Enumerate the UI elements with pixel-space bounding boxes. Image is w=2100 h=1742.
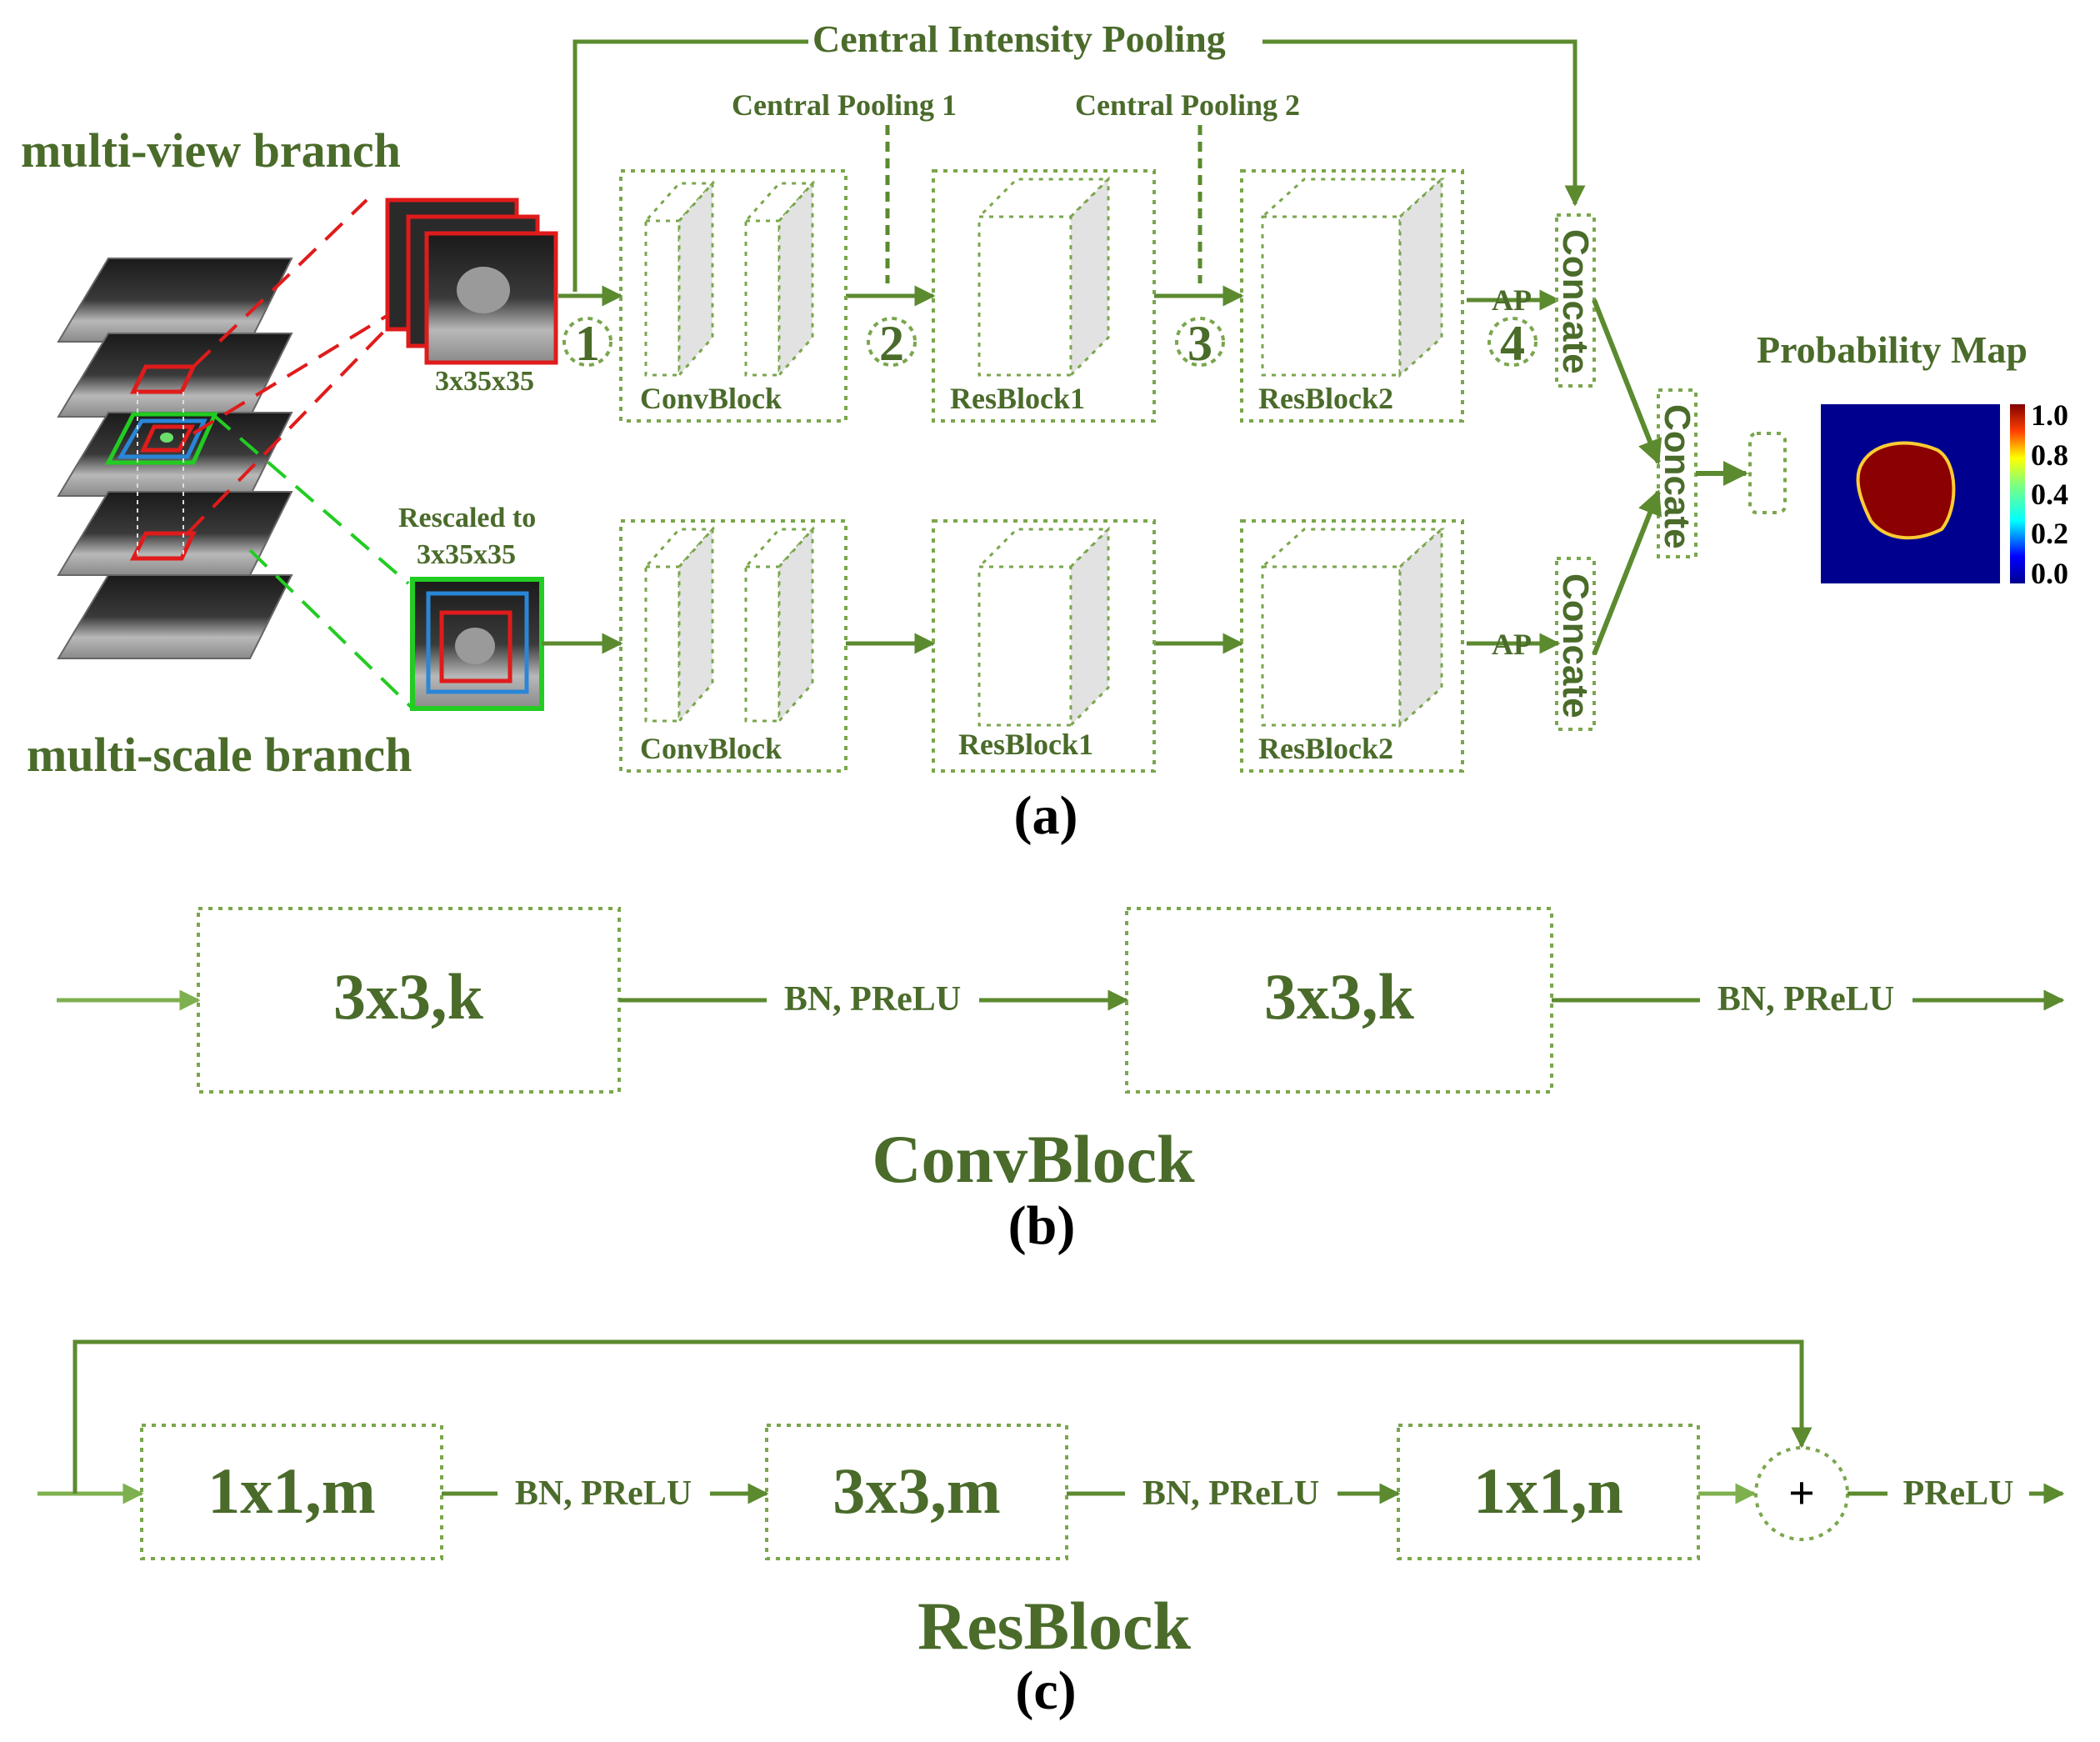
probability-map <box>1821 404 2000 583</box>
top-resblock1-label: ResBlock1 <box>950 382 1085 415</box>
multi-view-label: multi-view branch <box>21 123 401 178</box>
convblock-conv1-label: 3x3,k <box>333 960 484 1033</box>
probability-colorbar: 1.0 0.8 0.4 0.2 0.0 <box>2010 398 2068 590</box>
resblock-plus-label: + <box>1788 1468 1815 1519</box>
top-resblock1: ResBlock1 <box>932 169 1156 423</box>
resblock-bn-prelu-2: BN, PReLU <box>1142 1474 1319 1513</box>
resblock-conv2-label: 3x3,m <box>832 1454 1000 1527</box>
central-pooling-1-label: Central Pooling 1 <box>732 88 957 122</box>
ct-slice-stack <box>57 258 293 659</box>
pool-number-1-text: 1 <box>575 316 600 371</box>
rescaled-patch <box>410 577 544 711</box>
pool-number-1: 1 <box>562 316 612 371</box>
resblock-conv3-box <box>1397 1424 1700 1560</box>
colorbar-tick-2: 0.8 <box>2031 438 2068 472</box>
convblock-conv2-label: 3x3,k <box>1264 960 1415 1033</box>
resblock-title: ResBlock <box>918 1588 1191 1664</box>
rescaled-label-2: 3x35x35 <box>417 539 516 570</box>
bottom-convblock-label: ConvBlock <box>640 732 782 765</box>
central-intensity-pooling-label: Central Intensity Pooling <box>812 18 1226 60</box>
bottom-concate: Concate <box>1555 557 1596 731</box>
resblock-conv1-box <box>140 1424 443 1560</box>
panel-a-caption: (a) <box>1014 785 1078 846</box>
bottom-convblock: ConvBlock <box>619 519 848 773</box>
merge-concate: Concate <box>1657 388 1698 558</box>
colorbar-tick-3: 0.4 <box>2031 478 2068 511</box>
top-concate: Concate <box>1555 213 1596 388</box>
resblock-conv1-label: 1x1,m <box>208 1454 375 1527</box>
convblock-conv2-box <box>1125 907 1553 1094</box>
convblock-bn-prelu-2: BN, PReLU <box>1718 980 1894 1019</box>
probability-map-title: Probability Map <box>1757 328 2028 371</box>
merge-concate-label: Concate <box>1657 404 1698 549</box>
pool-number-4: 4 <box>1488 316 1538 371</box>
multi-scale-label: multi-scale branch <box>27 728 412 782</box>
pool-number-3-text: 3 <box>1188 316 1212 371</box>
panel-c-caption: (c) <box>1015 1660 1076 1721</box>
resblock-skip-connection <box>72 1339 1812 1494</box>
colorbar-tick-4: 0.2 <box>2031 517 2068 550</box>
pool-number-3: 3 <box>1175 316 1225 371</box>
top-convblock-label: ConvBlock <box>640 382 782 415</box>
bottom-resblock1-label: ResBlock1 <box>958 728 1093 761</box>
top-convblock: ConvBlock <box>619 169 848 423</box>
convblock-title: ConvBlock <box>872 1121 1195 1197</box>
colorbar-tick-1: 1.0 <box>2031 398 2068 432</box>
panel-b-caption: (b) <box>1008 1195 1076 1256</box>
panel-b: 3x3,k BN, PReLU 3x3,k BN, PReLU ConvBloc… <box>57 907 2065 1256</box>
rescaled-label-1: Rescaled to <box>398 503 536 533</box>
bottom-resblock2-label: ResBlock2 <box>1258 732 1393 765</box>
top-resblock2-label: ResBlock2 <box>1258 382 1393 415</box>
bottom-resblock1: ResBlock1 <box>932 519 1156 773</box>
resblock-prelu-label: PReLU <box>1903 1474 2014 1513</box>
pool-number-2-text: 2 <box>879 316 904 371</box>
colorbar-tick-5: 0.0 <box>2031 557 2068 590</box>
panel-a: multi-view branch multi-scale branch <box>21 18 2068 846</box>
bottom-concate-label: Concate <box>1555 573 1596 718</box>
bottom-ap-label: AP <box>1492 628 1532 661</box>
resblock-bn-prelu-1: BN, PReLU <box>515 1474 692 1513</box>
resblock-conv3-label: 1x1,n <box>1473 1454 1623 1527</box>
pool-number-4-text: 4 <box>1500 316 1525 371</box>
bottom-resblock2: ResBlock2 <box>1240 519 1464 773</box>
resblock-conv2-box <box>765 1424 1068 1560</box>
central-pooling-2-label: Central Pooling 2 <box>1075 88 1300 122</box>
panel-c: 1x1,m BN, PReLU 3x3,m BN, PReLU 1x1,n + … <box>38 1339 2065 1721</box>
convblock-bn-prelu-1: BN, PReLU <box>784 980 961 1019</box>
top-ap-label: AP <box>1492 283 1532 317</box>
multi-view-patches <box>385 198 558 365</box>
pool-number-2: 2 <box>867 316 917 371</box>
patch-size-label: 3x35x35 <box>435 366 534 397</box>
top-concate-label: Concate <box>1555 229 1596 374</box>
top-resblock2: ResBlock2 <box>1240 169 1464 423</box>
